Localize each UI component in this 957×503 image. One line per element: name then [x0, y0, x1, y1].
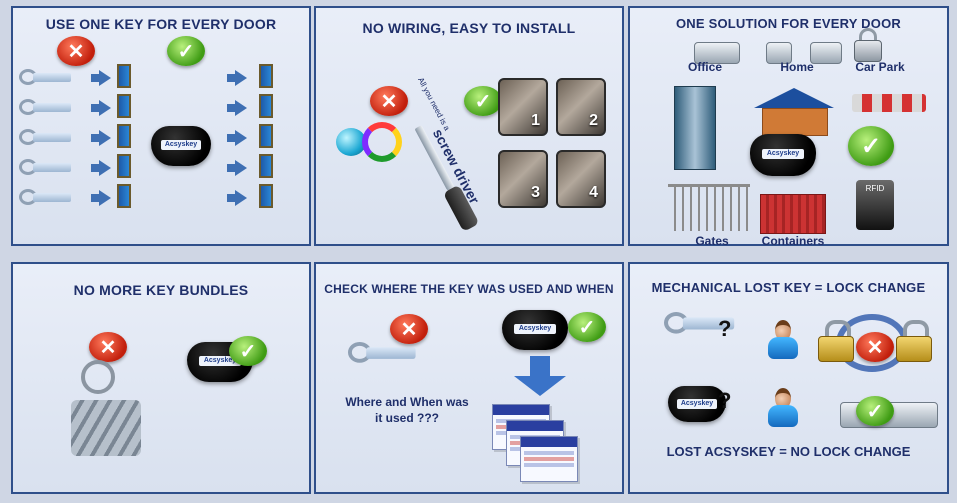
panel-title: USE ONE KEY FOR EVERY DOOR	[45, 16, 277, 32]
green-check-icon: ✓	[856, 396, 894, 426]
red-x-icon: ✕	[390, 314, 428, 344]
bottom-caption: LOST ACSYSKEY = NO LOCK CHANGE	[666, 444, 911, 459]
arrow-right-icon	[91, 130, 111, 146]
arrow-right-icon	[227, 130, 247, 146]
mechanical-key-icon	[19, 69, 73, 85]
fob-brand-label: Acsyskey	[677, 399, 717, 409]
key-bundle-icon	[51, 356, 161, 466]
arrow-right-icon	[227, 100, 247, 116]
rfid-reader-icon: RFID	[856, 180, 894, 230]
wires-icon	[336, 116, 406, 166]
house-icon	[754, 88, 834, 136]
arrow-right-icon	[91, 100, 111, 116]
usage-question-text: Where and When was it used ???	[345, 395, 469, 425]
rfid-label: RFID	[865, 184, 885, 193]
person-icon	[766, 388, 800, 428]
panel-one-solution: ONE SOLUTION FOR EVERY DOOR Office Home …	[628, 6, 949, 248]
panel-lost-key: MECHANICAL LOST KEY = LOCK CHANGE ? ✕ Ac…	[628, 262, 949, 494]
label-office: Office	[687, 60, 722, 74]
door-icon	[117, 94, 131, 118]
mechanical-key-icon	[19, 159, 73, 175]
panel-title: NO WIRING, EASY TO INSTALL	[362, 20, 576, 36]
door-icon	[259, 184, 273, 208]
step-number: 2	[589, 112, 598, 129]
home-cylinder-icon	[766, 42, 792, 64]
fob-brand-label: Acsyskey	[762, 149, 804, 159]
car-park-padlock-icon	[854, 28, 882, 62]
arrow-right-icon	[91, 190, 111, 206]
door-icon	[117, 154, 131, 178]
panel-title: ONE SOLUTION FOR EVERY DOOR	[676, 16, 901, 31]
fob-brand-label: Acsyskey	[199, 356, 241, 366]
panel-title: MECHANICAL LOST KEY = LOCK CHANGE	[651, 280, 926, 295]
acsyskey-fob-icon: Acsyskey	[668, 386, 726, 422]
door-icon	[259, 154, 273, 178]
panel-one-key-every-door: USE ONE KEY FOR EVERY DOOR ✕ ✓ Acsyskey	[11, 6, 311, 246]
question-mark-icon: ?	[718, 388, 732, 413]
green-check-icon: ✓	[464, 86, 502, 116]
acsyskey-fob-icon: Acsyskey	[750, 134, 816, 176]
step-number: 3	[531, 184, 540, 201]
panel-check-usage: CHECK WHERE THE KEY WAS USED AND WHEN ✕ …	[314, 262, 624, 494]
mechanical-key-icon	[19, 99, 73, 115]
red-x-icon: ✕	[89, 332, 127, 362]
panel-no-key-bundles: NO MORE KEY BUNDLES ✕ Acsyskey ✓	[11, 262, 311, 494]
office-cylinder-icon	[694, 42, 740, 64]
green-check-icon: ✓	[568, 312, 606, 342]
report-document-icon	[520, 436, 578, 482]
padlock-icon	[896, 320, 932, 362]
label-containers: Containers	[761, 234, 825, 248]
door-icon	[259, 124, 273, 148]
mechanical-key-icon	[19, 189, 73, 205]
door-icon	[117, 184, 131, 208]
door-icon	[117, 124, 131, 148]
step-number: 1	[531, 112, 540, 129]
install-step-photo-4: 4	[556, 150, 606, 208]
red-x-icon: ✕	[856, 332, 894, 362]
container-icon	[760, 194, 826, 234]
arrow-right-icon	[91, 160, 111, 176]
green-check-icon: ✓	[167, 36, 205, 66]
door-icon	[117, 64, 131, 88]
panel-title: CHECK WHERE THE KEY WAS USED AND WHEN	[324, 282, 614, 296]
red-x-icon: ✕	[57, 36, 95, 66]
arrow-right-icon	[227, 160, 247, 176]
fob-brand-label: Acsyskey	[161, 140, 201, 150]
home-cylinder-icon	[810, 42, 842, 64]
green-check-icon: ✓	[848, 126, 894, 166]
panel-title: NO MORE KEY BUNDLES	[73, 282, 249, 298]
acsyskey-fob-icon: Acsyskey	[151, 126, 211, 166]
install-step-photo-1: 1	[498, 78, 548, 136]
green-check-icon: ✓	[229, 336, 267, 366]
question-mark-icon: ?	[718, 316, 732, 341]
label-car-park: Car Park	[855, 60, 905, 74]
door-icon	[259, 94, 273, 118]
arrow-right-icon	[227, 70, 247, 86]
step-number: 4	[589, 184, 598, 201]
mechanical-key-icon	[19, 129, 73, 145]
office-building-icon	[674, 86, 716, 170]
person-icon	[766, 320, 800, 360]
barrier-icon	[852, 94, 926, 112]
label-gates: Gates	[695, 234, 729, 248]
red-x-icon: ✕	[370, 86, 408, 116]
screwdriver-small-text: All you need is a	[416, 76, 452, 133]
mechanical-key-icon	[348, 342, 418, 363]
padlock-icon	[818, 320, 854, 362]
mechanical-key-icon	[664, 312, 737, 334]
label-home: Home	[780, 60, 814, 74]
door-icon	[259, 64, 273, 88]
fob-brand-label: Acsyskey	[514, 324, 556, 334]
arrow-right-icon	[227, 190, 247, 206]
acsyskey-fob-icon: Acsyskey	[502, 310, 568, 350]
arrow-right-icon	[91, 70, 111, 86]
gate-icon	[668, 184, 750, 231]
install-step-photo-2: 2	[556, 78, 606, 136]
install-step-photo-3: 3	[498, 150, 548, 208]
panel-no-wiring: NO WIRING, EASY TO INSTALL ✕ screw drive…	[314, 6, 624, 246]
down-arrow-icon	[514, 356, 566, 396]
